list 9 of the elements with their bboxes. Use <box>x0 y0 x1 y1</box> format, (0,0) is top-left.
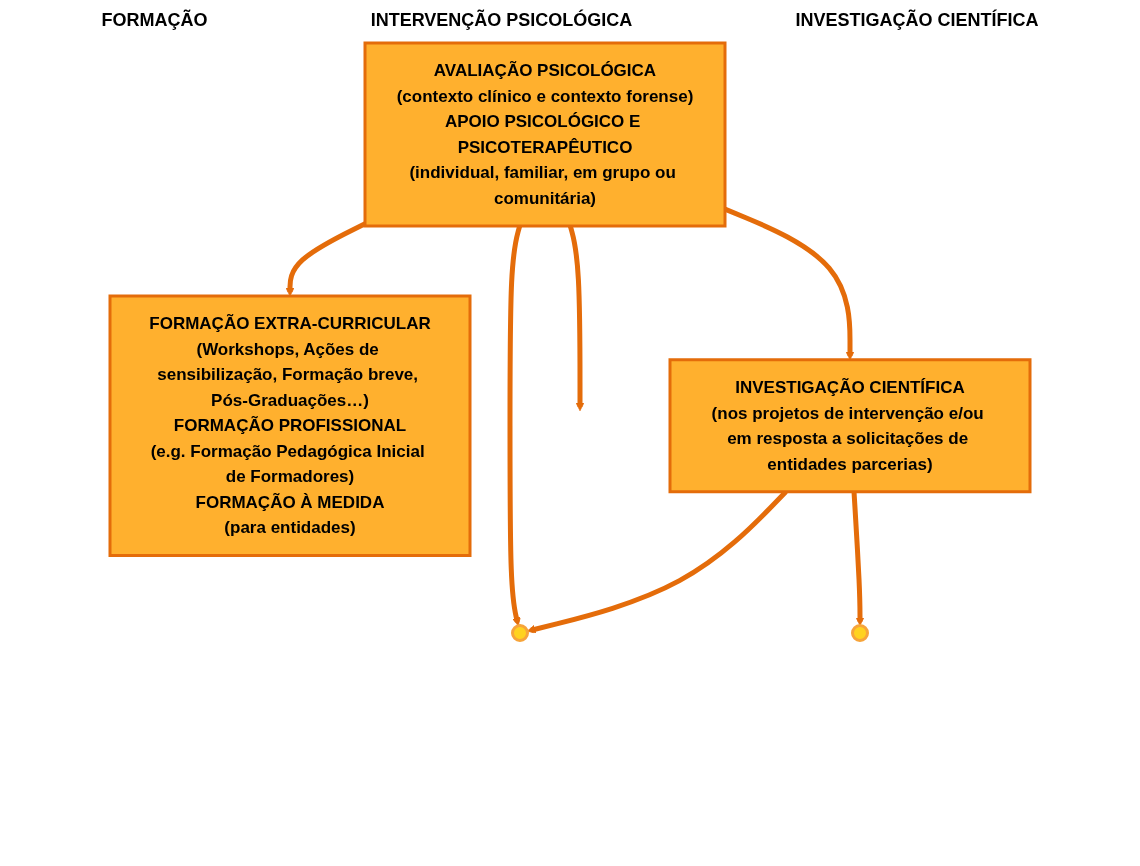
node-box: AVALIAÇÃO PSICOLÓGICA (contexto clínico e contexto forense) APOIO PSICOLÓGICO E PSICOTERAPÊUTICO (individual, familiar, em grupo ou comunitária) <box>363 41 727 228</box>
node-box: INVESTIGAÇÃO CIENTÍFICA (nos projetos de intervenção e/ou em resposta a solicitações de entidades parcerias) <box>668 358 1032 494</box>
column-heading: INVESTIGAÇÃO CIENTÍFICA <box>795 10 1039 31</box>
node-circle <box>511 624 529 642</box>
arrow <box>851 491 865 626</box>
node-circle <box>851 624 869 642</box>
node-box: FORMAÇÃO EXTRA-CURRICULAR (Workshops, Ações de sensibilização, Formação breve, Pós-Graduações…) FORMAÇÃO PROFISSIONAL (e.g. Formação Pedagógica Inicial de Formadores) FORMAÇÃO À MEDIDA (para entidades) <box>108 294 472 557</box>
column-heading: FORMAÇÃO <box>101 10 208 31</box>
arrow <box>285 221 367 297</box>
